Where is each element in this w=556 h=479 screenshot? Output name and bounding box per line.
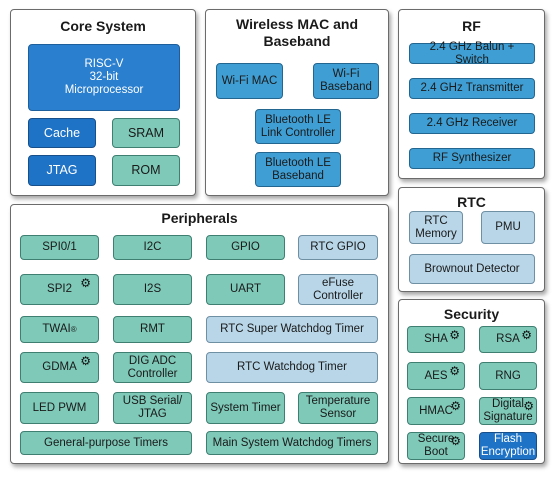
rf-panel: RF 2.4 GHz Balun + Switch 2.4 GHz Transm… [398,9,545,179]
dig-adc-line-1: DIG ADC [128,354,177,367]
main-system-watchdog-timers-block: Main System Watchdog Timers [206,431,378,455]
gear-icon: ⚙ [450,399,461,413]
hmac-label: HMAC [419,404,453,417]
wifi-baseband-block: Wi-Fi Baseband [313,63,379,99]
rtc-memory-block: RTC Memory [409,211,463,244]
ble-baseband-line-1: Bluetooth LE [265,156,331,169]
gear-icon: ⚙ [449,328,460,342]
digital-signature-block: Digital Signature ⚙ [479,397,537,425]
rtc-panel: RTC RTC Memory PMU Brownout Detector [398,187,545,292]
ble-link-controller-block: Bluetooth LE Link Controller [255,109,341,144]
flash-encryption-line-2: Encryption [480,446,536,458]
system-timer-block: System Timer [206,392,285,424]
digital-signature-line-2: Signature [483,411,533,423]
i2s-block: I2S [113,274,192,305]
uart-block: UART [206,274,285,305]
wireless-title-line-2: Baseband [263,33,331,49]
gdma-label: GDMA [42,361,77,373]
dig-adc-controller-block: DIG ADC Controller [113,352,192,383]
i2c-block: I2C [113,235,192,260]
gpio-block: GPIO [206,235,285,260]
gear-icon: ⚙ [449,364,460,378]
gear-icon: ⚙ [521,328,532,342]
efuse-line-1: eFuse [322,276,354,289]
spi01-block: SPI0/1 [20,235,99,260]
wifi-baseband-line-2: Baseband [320,81,372,93]
hmac-block: HMAC ⚙ [407,397,465,425]
rng-block: RNG [479,362,537,390]
gear-icon: ⚙ [80,354,91,368]
core-system-panel: Core System RISC-V 32-bit Microprocessor… [10,9,196,196]
rf-title: RF [462,18,481,34]
general-purpose-timers-block: General-purpose Timers [20,431,192,455]
rtc-super-watchdog-timer-block: RTC Super Watchdog Timer [206,316,378,343]
aes-block: AES ⚙ [407,362,465,390]
aes-label: AES [424,369,448,382]
wireless-panel: Wireless MAC and Baseband Wi-Fi MAC Wi-F… [205,9,389,196]
wifi-mac-block: Wi-Fi MAC [216,63,283,99]
wireless-title: Wireless MAC and Baseband [206,16,388,50]
rtc-title: RTC [457,194,486,210]
digital-signature-line-1: Digital [492,398,524,410]
sha-block: SHA ⚙ [407,326,465,353]
usb-serial-line-2: JTAG [138,408,167,420]
sha-label: SHA [424,333,448,345]
efuse-line-2: Controller [313,289,363,302]
twai-block: TWAI® [20,316,99,343]
security-panel: Security SHA ⚙ RSA ⚙ AES ⚙ RNG HMAC ⚙ Di… [398,299,545,464]
rf-synthesizer-block: RF Synthesizer [409,148,535,169]
rf-balun-switch-block: 2.4 GHz Balun + Switch [409,41,535,66]
rtc-gpio-block: RTC GPIO [298,235,378,260]
led-pwm-block: LED PWM [20,392,99,424]
wireless-title-line-1: Wireless MAC and [235,16,358,32]
gear-icon: ⚙ [80,276,91,290]
usb-serial-jtag-block: USB Serial/ JTAG [113,392,192,424]
rmt-block: RMT [113,316,192,343]
ble-baseband-line-2: Baseband [272,169,324,182]
sram-block: SRAM [112,118,180,148]
core-system-title: Core System [60,18,146,34]
cpu-line-3: Microprocessor [64,84,144,96]
rtc-watchdog-timer-block: RTC Watchdog Timer [206,352,378,383]
dig-adc-line-2: Controller [127,367,178,380]
rtc-memory-line-1: RTC [424,214,448,227]
peripherals-title: Peripherals [161,210,238,226]
twai-label: TWAI [42,323,71,335]
usb-serial-line-1: USB Serial/ [122,395,183,407]
security-title: Security [443,306,500,322]
gdma-block: GDMA ⚙ [20,352,99,383]
ble-link-line-2: Link Controller [260,126,336,139]
gear-icon: ⚙ [450,434,461,448]
rsa-label: RSA [496,333,520,345]
temp-sensor-line-2: Sensor [319,408,357,420]
ble-link-line-1: Bluetooth LE [265,113,331,126]
efuse-controller-block: eFuse Controller [298,274,378,305]
wifi-baseband-line-1: Wi-Fi [332,68,360,80]
flash-encryption-block: Flash Encryption [479,432,537,460]
temp-sensor-line-1: Temperature [305,395,371,407]
cpu-line-1: RISC-V [84,58,124,70]
jtag-block: JTAG [28,155,96,186]
cpu-line-2: 32-bit [89,71,119,83]
rsa-block: RSA ⚙ [479,326,537,353]
brownout-detector-block: Brownout Detector [409,254,535,284]
cache-block: Cache [28,118,96,148]
flash-encryption-line-1: Flash [493,433,523,445]
rtc-memory-line-2: Memory [415,227,457,240]
secure-boot-line-1: Secure [417,433,455,445]
peripherals-panel: Peripherals SPI0/1 I2C GPIO RTC GPIO SPI… [10,204,389,464]
spi2-block: SPI2 ⚙ [20,274,99,305]
spi2-label: SPI2 [47,283,72,295]
secure-boot-line-2: Boot [424,446,448,458]
ble-baseband-block: Bluetooth LE Baseband [255,152,341,187]
gear-icon: ⚙ [523,399,534,413]
rf-receiver-block: 2.4 GHz Receiver [409,113,535,134]
rf-transmitter-block: 2.4 GHz Transmitter [409,78,535,99]
temperature-sensor-block: Temperature Sensor [298,392,378,424]
pmu-block: PMU [481,211,535,244]
rom-block: ROM [112,155,180,186]
risc-v-cpu-block: RISC-V 32-bit Microprocessor [28,44,180,111]
secure-boot-block: Secure Boot ⚙ [407,432,465,460]
